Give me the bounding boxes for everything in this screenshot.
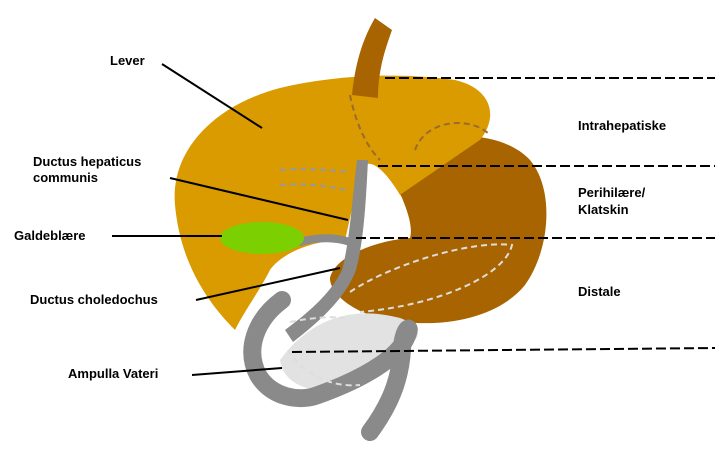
- label-klatskin: Klatskin: [578, 202, 629, 217]
- leader-lever: [162, 64, 262, 128]
- gallbladder: [220, 222, 304, 254]
- label-ductus-hepaticus-2: communis: [33, 170, 98, 185]
- label-ampulla-vateri: Ampulla Vateri: [68, 366, 158, 381]
- label-distale: Distale: [578, 284, 621, 299]
- label-ductus-hepaticus: Ductus hepaticus: [33, 154, 141, 169]
- label-galdeblaere: Galdeblære: [14, 228, 86, 243]
- cystic-duct: [300, 238, 350, 242]
- label-lever: Lever: [110, 53, 145, 68]
- leader-ampulla-vateri: [192, 368, 282, 375]
- label-intrahepatiske: Intrahepatiske: [578, 118, 666, 133]
- label-ductus-choledochus: Ductus choledochus: [30, 292, 158, 307]
- label-perihilaere: Perihilære/: [578, 185, 646, 200]
